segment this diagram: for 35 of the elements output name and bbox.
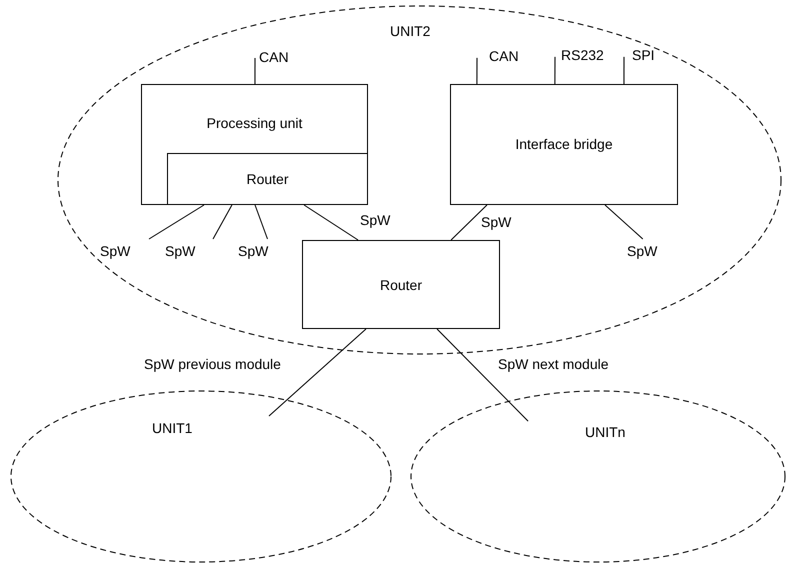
connector-line: [212, 204, 232, 240]
box-label: Interface bridge: [514, 136, 614, 152]
edge-label: SpW: [480, 214, 512, 230]
port-label: SpW: [238, 243, 268, 259]
port-label: SpW: [165, 243, 196, 259]
port-label: SpW: [100, 243, 130, 259]
connector-line: [450, 204, 488, 240]
module-box: [302, 240, 500, 329]
connector-line: [268, 328, 366, 416]
unit-label: UNIT2: [390, 23, 430, 39]
connector-line: [304, 204, 359, 240]
port-label: SPI: [632, 47, 655, 63]
connector-line: [554, 56, 556, 84]
edge-label: SpW next module: [497, 356, 610, 372]
connector-line: [623, 56, 624, 84]
box-label: Router: [378, 277, 424, 293]
port-label: CAN: [259, 49, 289, 65]
edge-label: SpW previous module: [143, 356, 282, 372]
box-label: Router: [245, 171, 290, 187]
module-box: [167, 153, 368, 205]
port-label: CAN: [489, 48, 519, 64]
module-box: [450, 84, 678, 205]
box-label: Processing unit: [206, 115, 304, 131]
port-label: RS232: [561, 47, 604, 63]
connector-line: [254, 58, 256, 84]
unit-label: UNITn: [585, 424, 626, 440]
unit-label: UNIT1: [152, 420, 192, 436]
connector-line: [604, 204, 644, 240]
port-label: SpW: [627, 243, 658, 259]
edge-label: SpW: [359, 212, 392, 228]
connector-line: [436, 328, 529, 422]
connector-line: [476, 57, 478, 84]
module-box: [141, 84, 368, 205]
connector-line: [148, 204, 204, 240]
connector-line: [254, 204, 268, 240]
